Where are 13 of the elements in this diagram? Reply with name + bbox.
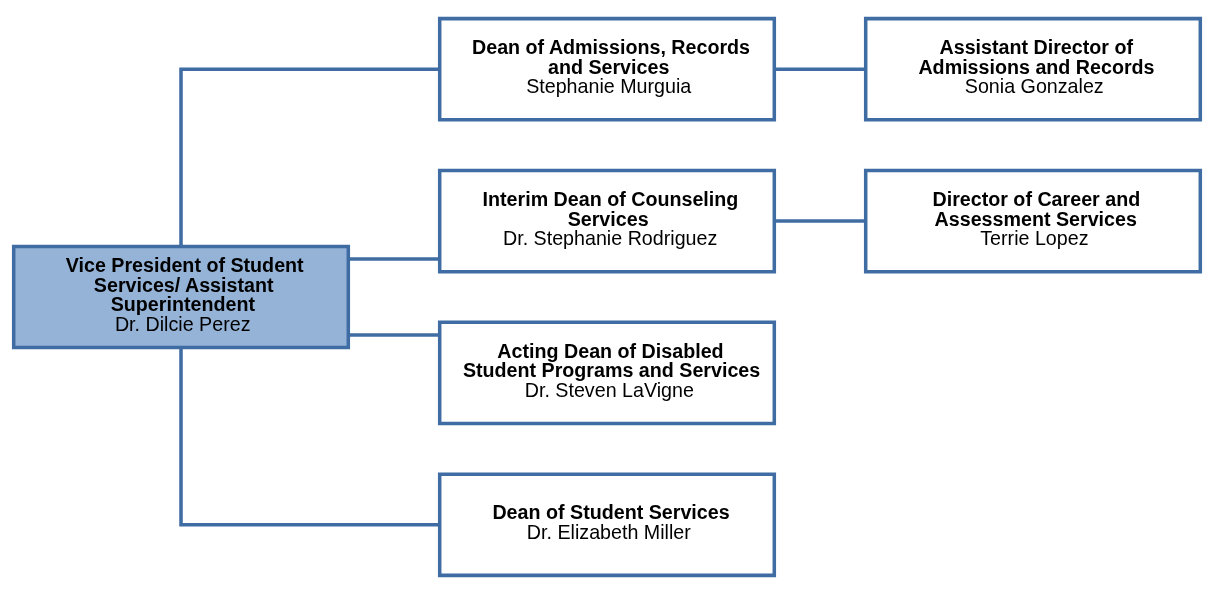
node-box: Interim Dean of Counseling Services Dr. Stephanie Rodriguez (437, 168, 777, 274)
connector (179, 348, 440, 527)
node-box: Vice President of Student Services/ Assistant Superintendent Dr. Dilcie Perez (11, 244, 351, 350)
connector (348, 333, 440, 337)
connector (179, 67, 440, 246)
connector (774, 67, 866, 71)
node-box: Director of Career and Assessment Services Terrie Lopez (863, 168, 1203, 274)
node-box: Assistant Director of Admissions and Records Sonia Gonzalez (863, 16, 1203, 122)
node-box: Dean of Student Services Dr. Elizabeth Miller (437, 472, 777, 578)
node-box: Acting Dean of Disabled Student Programs and Services Dr. Steven LaVigne (437, 320, 777, 426)
connector (774, 219, 866, 223)
node-box: Dean of Admissions, Records and Services Stephanie Murguia (437, 16, 777, 122)
connector (348, 257, 440, 261)
